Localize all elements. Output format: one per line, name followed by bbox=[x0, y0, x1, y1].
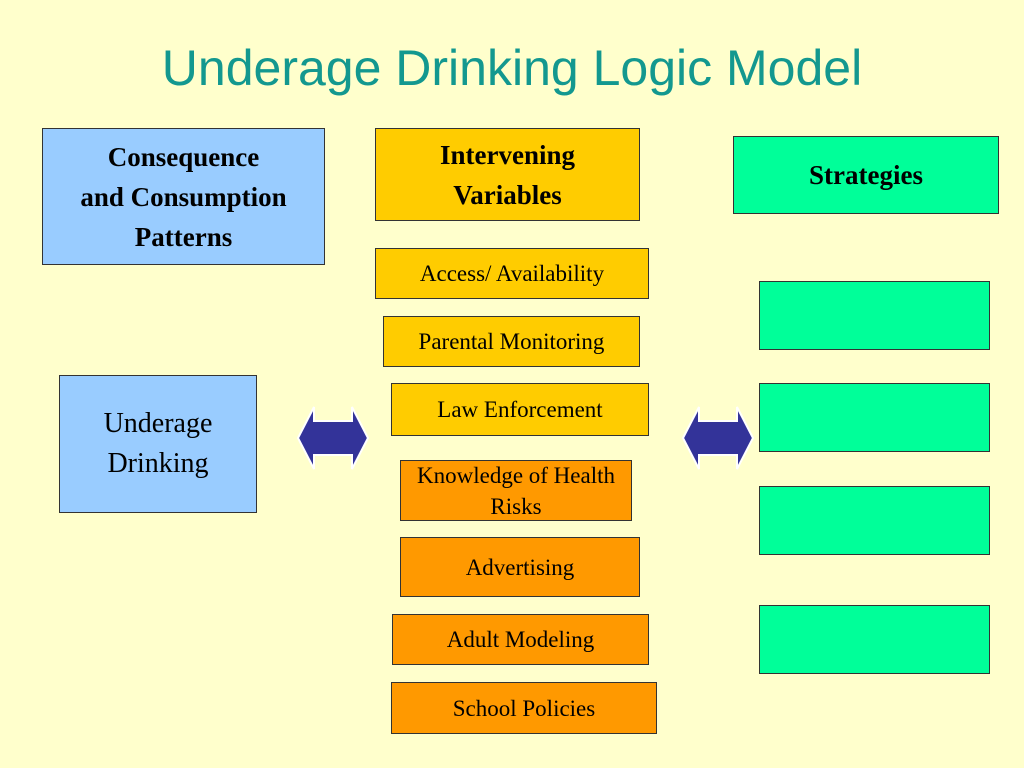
strategy-box bbox=[759, 486, 990, 555]
problem-line-1: Underage bbox=[103, 408, 213, 439]
variable-advertising: Advertising bbox=[400, 537, 640, 597]
variable-law-enforcement: Law Enforcement bbox=[391, 383, 649, 436]
variable-school-policies: School Policies bbox=[391, 682, 657, 734]
underage-drinking-box: Underage Drinking bbox=[59, 375, 257, 513]
variable-label: Advertising bbox=[465, 554, 575, 580]
strategy-box bbox=[759, 281, 990, 350]
problem-line-2: Drinking bbox=[107, 448, 209, 479]
strategy-box bbox=[759, 605, 990, 674]
variable-label: Law Enforcement bbox=[437, 397, 603, 422]
intervening-header-line-2: Variables bbox=[453, 179, 562, 210]
variable-access-availability: Access/ Availability bbox=[375, 248, 649, 299]
variable-adult-modeling: Adult Modeling bbox=[392, 614, 649, 665]
intervening-header: Intervening Variables bbox=[375, 128, 640, 221]
strategies-header: Strategies bbox=[733, 136, 999, 214]
consequence-header-line-2: and Consumption bbox=[80, 181, 287, 212]
double-arrow-icon bbox=[681, 406, 755, 470]
consequence-header: Consequence and Consumption Patterns bbox=[42, 128, 325, 265]
variable-label: Access/ Availability bbox=[419, 261, 605, 286]
variable-label: Parental Monitoring bbox=[418, 329, 605, 354]
consequence-header-line-3: Patterns bbox=[134, 221, 233, 252]
consequence-header-line-1: Consequence bbox=[107, 141, 260, 172]
double-arrow-icon bbox=[296, 406, 370, 470]
variable-label: Knowledge of Health Risks bbox=[417, 462, 615, 519]
strategies-header-label: Strategies bbox=[809, 160, 923, 190]
variable-parental-monitoring: Parental Monitoring bbox=[383, 316, 640, 367]
variable-label: Adult Modeling bbox=[446, 627, 595, 652]
variable-knowledge-health-risks: Knowledge of Health Risks bbox=[400, 460, 632, 521]
page-title: Underage Drinking Logic Model bbox=[161, 40, 863, 96]
intervening-header-line-1: Intervening bbox=[440, 139, 575, 170]
strategy-box bbox=[759, 383, 990, 452]
variable-label: School Policies bbox=[452, 695, 596, 721]
